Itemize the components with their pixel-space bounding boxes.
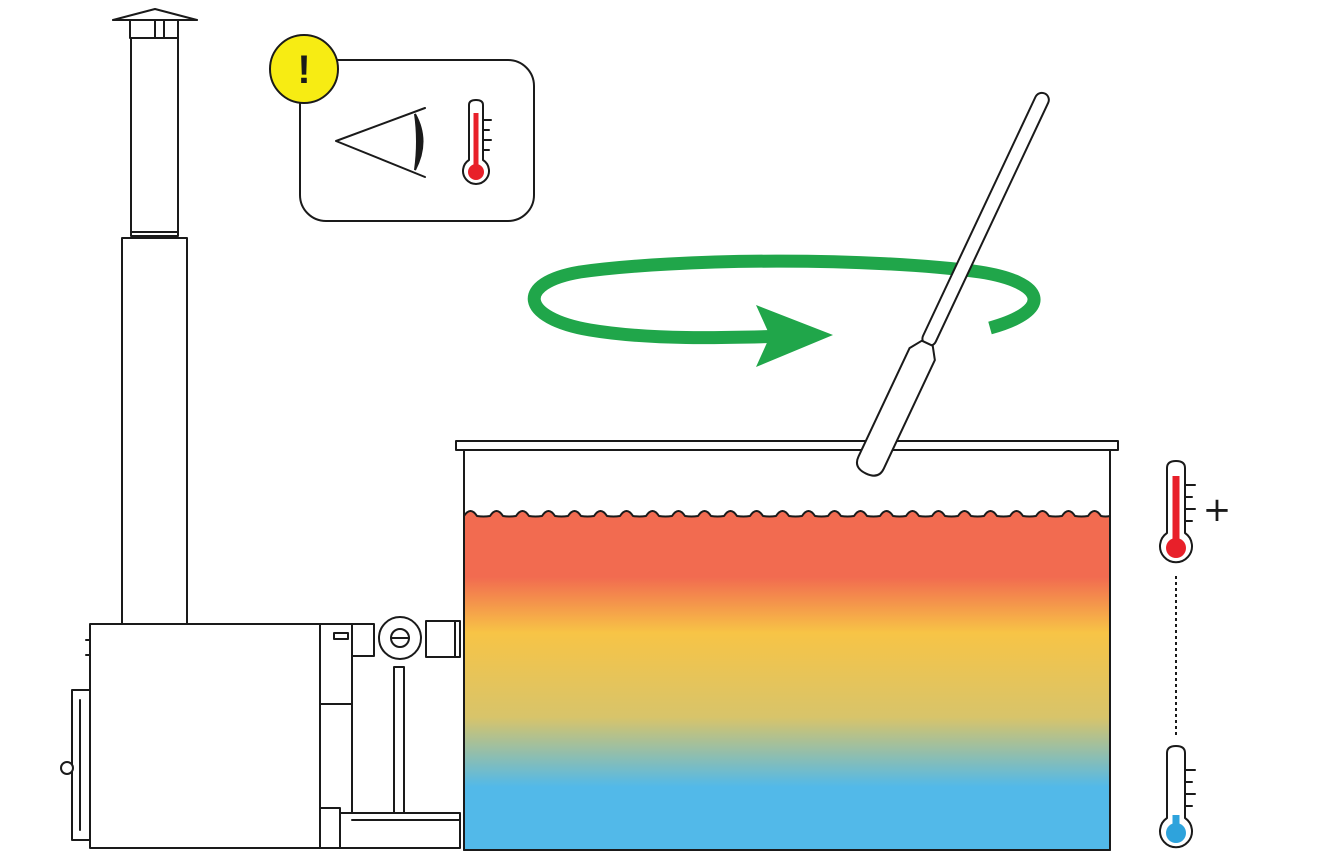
water-temperature-gradient (464, 511, 1110, 850)
warning-badge: ! (269, 34, 339, 104)
hot-tub (455, 440, 1119, 851)
stirring-paddle-icon (855, 91, 1050, 477)
hot-plus-symbol: + (1203, 490, 1232, 530)
rotation-arrow-icon (527, 254, 1041, 367)
eye-icon (335, 107, 426, 178)
cold-thermometer-icon (1159, 745, 1196, 849)
water-surface-wave (463, 510, 1111, 518)
check-temperature-callout: ! (269, 34, 535, 222)
thermometer-icon (462, 99, 492, 185)
stove-icon (60, 616, 461, 849)
warning-symbol: ! (297, 48, 310, 92)
chimney-icon (112, 8, 198, 625)
hot-thermometer-icon: + (1159, 460, 1232, 564)
